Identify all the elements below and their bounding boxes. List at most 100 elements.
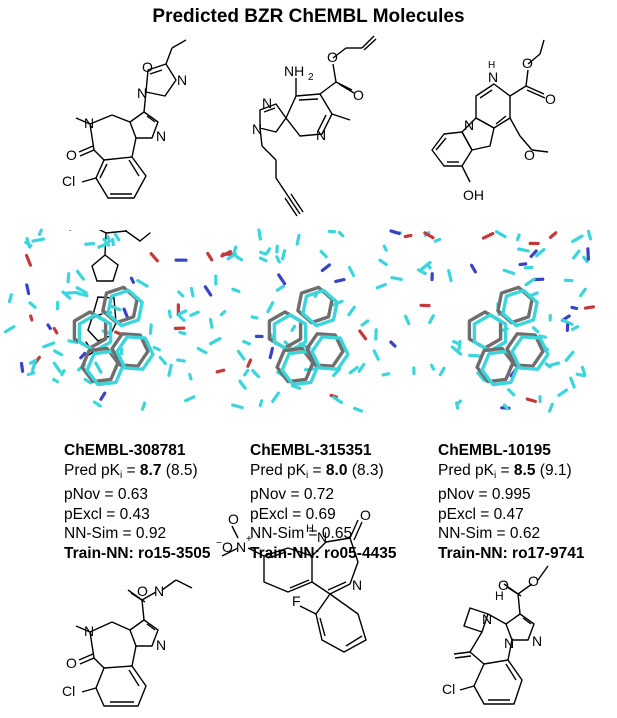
field-dash — [97, 242, 108, 249]
field-dash — [280, 249, 287, 261]
field-dash — [502, 268, 516, 275]
field-dash — [75, 269, 85, 281]
field-dash — [176, 358, 186, 363]
atom-label: N — [317, 529, 327, 545]
atom-label: NH — [284, 63, 304, 79]
atom-label: N — [532, 633, 542, 649]
field-dash — [102, 237, 111, 247]
field-dash — [266, 301, 275, 314]
field-dash — [583, 305, 595, 310]
structure-top-1 — [75, 39, 187, 199]
field-dash — [271, 391, 280, 403]
field-dash — [455, 401, 460, 410]
field-dash — [389, 340, 397, 348]
field-rendering-3 — [403, 229, 595, 413]
field-dash — [26, 371, 36, 377]
field-dash — [7, 293, 13, 304]
field-dash — [320, 263, 332, 273]
field-rendering-1 — [3, 228, 208, 411]
field-dash — [575, 372, 586, 378]
nnsim-value: NN-Sim = 0.92 — [64, 525, 167, 543]
field-dash — [469, 263, 477, 274]
field-dash — [140, 401, 147, 411]
atom-label: N — [482, 611, 492, 627]
field-dash — [92, 400, 102, 408]
molecule-info-2: ChEMBL-315351 Pred pKi = 8.0 (8.3) pNov … — [250, 441, 396, 564]
field-dash — [347, 265, 356, 278]
field-dash — [52, 326, 59, 335]
atom-label: N — [177, 72, 187, 88]
pred-pki: Pred pKi = 8.7 (8.5) — [64, 461, 198, 481]
field-dash — [189, 286, 195, 298]
field-dash — [203, 285, 213, 297]
atom-label: Cl — [442, 681, 455, 697]
atom-label: Cl — [62, 173, 75, 189]
field-dash — [111, 237, 115, 247]
field-dash — [580, 365, 587, 377]
atom-label: H — [306, 523, 314, 535]
atom-label: N — [352, 577, 362, 593]
atom-label: O — [327, 49, 338, 65]
pexcl-value: pExcl = 0.69 — [250, 505, 336, 523]
field-dash — [136, 278, 149, 288]
field-dash — [416, 268, 427, 276]
field-dash — [66, 272, 71, 284]
field-dash — [53, 349, 64, 357]
molecule-name: ChEMBL-315351 — [250, 442, 372, 459]
field-dash — [215, 368, 226, 374]
field-dash — [242, 340, 252, 346]
field-dash — [571, 234, 584, 244]
field-dash — [83, 377, 93, 385]
atom-label: N — [84, 115, 94, 131]
field-dash — [572, 249, 581, 260]
field-dash — [206, 251, 214, 262]
field-dash — [457, 339, 462, 351]
field-dash — [290, 324, 297, 332]
atom-label: N — [464, 117, 474, 133]
field-dash — [149, 252, 159, 263]
field-dash — [450, 345, 463, 356]
field-dash — [433, 237, 442, 243]
field-dash — [94, 361, 103, 374]
field-dash — [390, 276, 403, 281]
field-dash — [428, 314, 435, 325]
pred-pki: Pred pKi = 8.0 (8.3) — [250, 461, 384, 481]
field-dash — [208, 336, 222, 346]
stick-ring — [501, 288, 539, 328]
field-dash — [37, 228, 43, 237]
field-dash — [502, 403, 509, 411]
field-dash — [235, 255, 244, 262]
field-dash — [246, 358, 253, 368]
field-dash — [360, 319, 370, 327]
field-dash — [189, 310, 200, 317]
field-dash — [30, 358, 38, 373]
field-dash — [429, 363, 436, 371]
field-dash — [447, 269, 453, 283]
field-dash — [152, 345, 161, 352]
field-dash — [31, 237, 46, 243]
stick-ring — [505, 332, 545, 368]
field-dash — [79, 351, 87, 360]
field-dash — [25, 283, 31, 296]
stick-ring — [115, 335, 155, 371]
pexcl-value: pExcl = 0.47 — [438, 505, 524, 523]
pnov-value: pNov = 0.72 — [250, 486, 335, 504]
field-dash — [196, 346, 208, 355]
field-dash — [60, 369, 66, 377]
nnsim-value: NN-Sim = 0.65 — [250, 525, 353, 543]
field-dash — [268, 346, 275, 360]
pnov-value: pNov = 0.63 — [64, 486, 149, 504]
nnsim-value: NN-Sim = 0.62 — [438, 525, 541, 543]
field-dash — [231, 287, 241, 294]
field-dash — [332, 395, 343, 404]
field-dash — [357, 362, 366, 373]
field-dash — [570, 325, 580, 331]
atom-label: O — [524, 147, 535, 163]
atom-label: − — [216, 538, 222, 549]
field-dash — [537, 334, 547, 339]
structure-bottom-1 — [75, 579, 193, 707]
field-dash — [517, 247, 530, 253]
field-dash — [220, 249, 233, 258]
atom-label: O — [360, 507, 371, 523]
